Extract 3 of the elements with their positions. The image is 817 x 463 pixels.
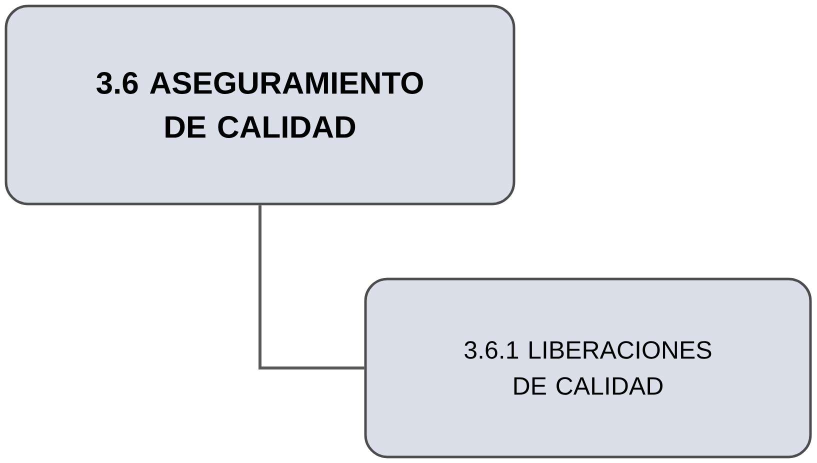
process-box: 3.6 ASEGURAMIENTO DE CALIDAD (4, 4, 516, 206)
process-box: 3.6.1 LIBERACIONES DE CALIDAD (364, 278, 812, 458)
connector-line (258, 205, 364, 370)
